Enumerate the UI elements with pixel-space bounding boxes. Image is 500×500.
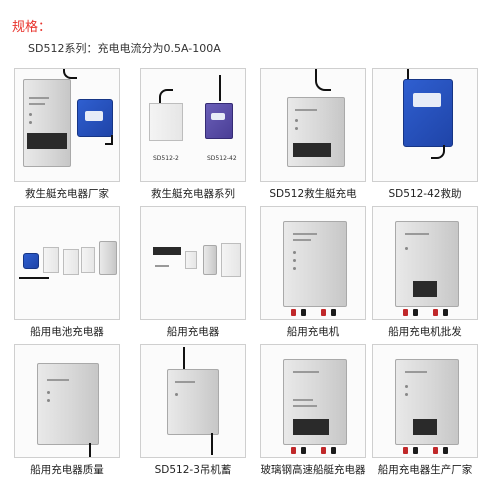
product-caption[interactable]: 船用充电器 — [166, 326, 220, 338]
product-caption[interactable]: SD512-42救助 — [388, 188, 462, 200]
model-label: SD512-2 — [153, 155, 179, 162]
product-caption[interactable]: SD512救生艇充电 — [269, 188, 357, 200]
model-label: SD512-42 — [207, 155, 237, 162]
product-image[interactable] — [140, 206, 246, 320]
product-image[interactable] — [140, 344, 246, 458]
product-caption[interactable]: 救生艇充电器系列 — [151, 188, 235, 200]
product-image[interactable] — [14, 344, 120, 458]
product-caption[interactable]: 船用充电器生产厂家 — [377, 464, 473, 476]
product-caption[interactable]: SD512-3吊机蓄 — [154, 464, 232, 476]
product-image[interactable] — [14, 68, 120, 182]
product-caption[interactable]: 船用充电机 — [286, 326, 340, 338]
product-image[interactable] — [14, 206, 120, 320]
product-image[interactable] — [260, 206, 366, 320]
product-image[interactable] — [372, 344, 478, 458]
product-image[interactable]: SD512-2 SD512-42 — [140, 68, 246, 182]
product-image[interactable] — [372, 68, 478, 182]
product-image[interactable] — [260, 344, 366, 458]
series-description: SD512系列：充电电流分为0.5A-100A — [28, 42, 221, 55]
product-caption[interactable]: 船用电池充电器 — [30, 326, 104, 338]
product-image[interactable] — [260, 68, 366, 182]
product-caption[interactable]: 玻璃钢高速船艇充电器 — [260, 464, 366, 476]
product-caption[interactable]: 船用充电机批发 — [388, 326, 462, 338]
spec-heading: 规格： — [12, 20, 52, 35]
product-caption[interactable]: 救生艇充电器厂家 — [25, 188, 109, 200]
product-caption[interactable]: 船用充电器质量 — [30, 464, 104, 476]
product-image[interactable] — [372, 206, 478, 320]
